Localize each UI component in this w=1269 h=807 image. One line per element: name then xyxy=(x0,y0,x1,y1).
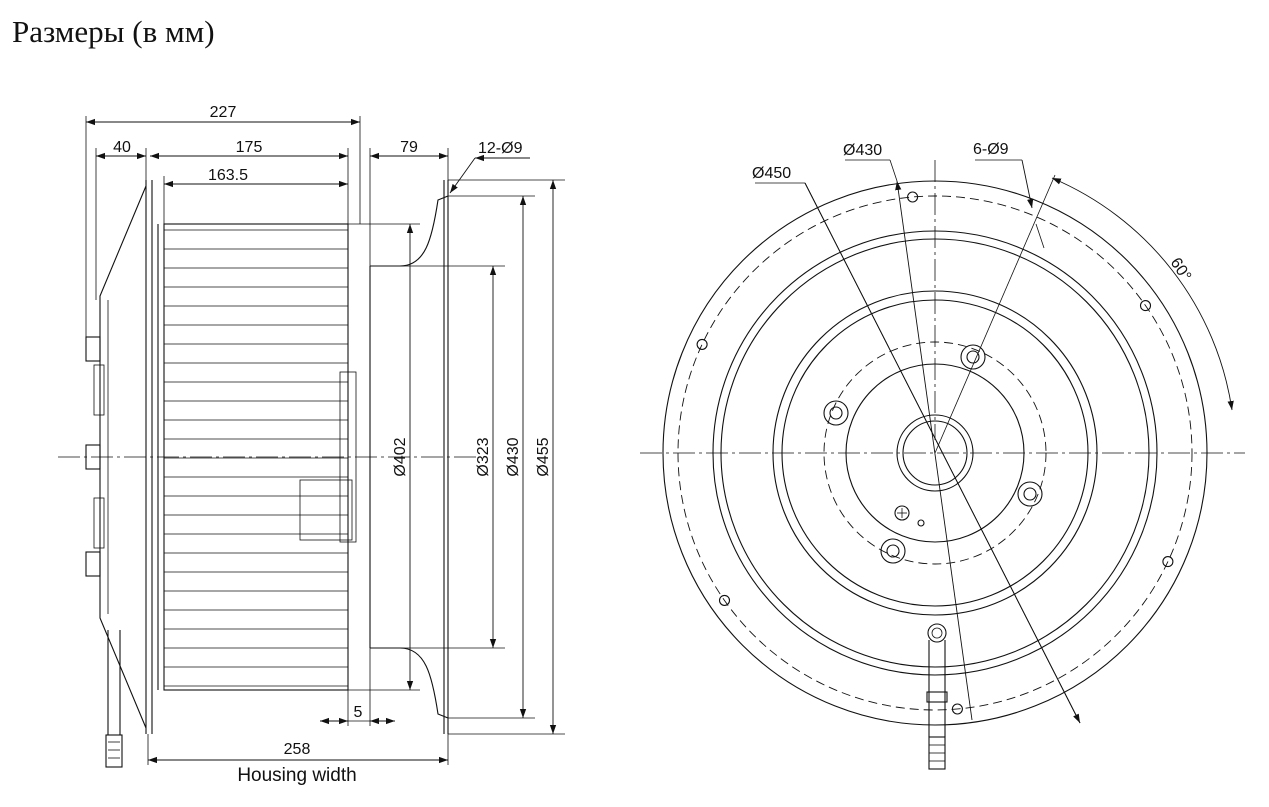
mount-stud-top xyxy=(85,336,101,362)
cable-front xyxy=(928,640,946,737)
dim-5: 5 xyxy=(354,704,363,721)
flange-hole xyxy=(1162,556,1174,568)
inlet-ring-inner xyxy=(720,238,1150,668)
hub-bore xyxy=(902,420,968,486)
flange-hole xyxy=(718,594,731,606)
inlet-ring-top xyxy=(370,195,449,267)
impeller-ring-outer xyxy=(772,290,1098,616)
impeller-blades xyxy=(164,229,348,687)
hub-plate xyxy=(845,363,1025,543)
motor-bolt xyxy=(823,400,849,426)
flange-hole xyxy=(951,703,963,715)
hub-outer xyxy=(896,414,974,492)
motor-bolt xyxy=(880,538,906,564)
front-view: Ø450 Ø430 6-Ø9 60° xyxy=(640,141,1245,770)
dim-40: 40 xyxy=(113,139,131,156)
dim-d430-front: Ø430 xyxy=(843,142,882,159)
page-title: Размеры (в мм) xyxy=(12,14,215,49)
earth-screw xyxy=(894,505,910,521)
dim-175: 175 xyxy=(236,139,263,156)
motor-bolt xyxy=(1017,481,1043,507)
dim-d430: Ø430 xyxy=(505,437,522,476)
small-hole xyxy=(917,519,925,527)
dim-6-d9: 6-Ø9 xyxy=(973,141,1009,158)
housing-width-caption: Housing width xyxy=(237,765,356,786)
dim-258: 258 xyxy=(284,741,311,758)
motor-bolt-head xyxy=(886,544,900,558)
dim-12-d9: 12-Ø9 xyxy=(478,140,523,157)
motor-bolts xyxy=(823,344,1043,564)
flange-hole xyxy=(696,338,708,350)
mount-stud-bottom xyxy=(85,551,101,577)
cable xyxy=(107,630,121,735)
motor-bolt-circle xyxy=(823,341,1047,565)
cable-end xyxy=(105,734,123,768)
motor-bolt-head xyxy=(966,350,980,364)
inlet-ring-outer xyxy=(712,230,1158,676)
dim-60-deg: 60° xyxy=(1167,255,1194,285)
dim-d323: Ø323 xyxy=(475,437,492,476)
leader-d430 xyxy=(895,180,973,721)
inlet-ring-bottom xyxy=(370,647,449,719)
flange-hole xyxy=(907,191,919,203)
dim-d455: Ø455 xyxy=(535,437,552,476)
leader-6-d9 xyxy=(1021,159,1034,209)
motor-bolt-head xyxy=(1023,487,1037,501)
mount-stud-mid xyxy=(85,444,101,470)
angle-arc-60 xyxy=(1051,177,1234,411)
dim-d402: Ø402 xyxy=(392,437,409,476)
dim-163-5: 163.5 xyxy=(208,167,248,184)
cable-gland xyxy=(927,623,947,643)
impeller xyxy=(163,223,349,691)
impeller-ring-inner xyxy=(781,299,1089,607)
dim-79: 79 xyxy=(400,139,418,156)
dim-227: 227 xyxy=(210,104,237,121)
side-view: 227 40 175 163.5 79 12-Ø9 5 258 Housing … xyxy=(58,104,565,786)
outer-flange xyxy=(662,180,1208,726)
motor-bolt xyxy=(960,344,986,370)
dim-d450: Ø450 xyxy=(752,165,791,182)
angle-ray-60 xyxy=(934,174,1056,454)
bolt-circle xyxy=(677,195,1193,711)
motor-bolt-head xyxy=(829,406,843,420)
